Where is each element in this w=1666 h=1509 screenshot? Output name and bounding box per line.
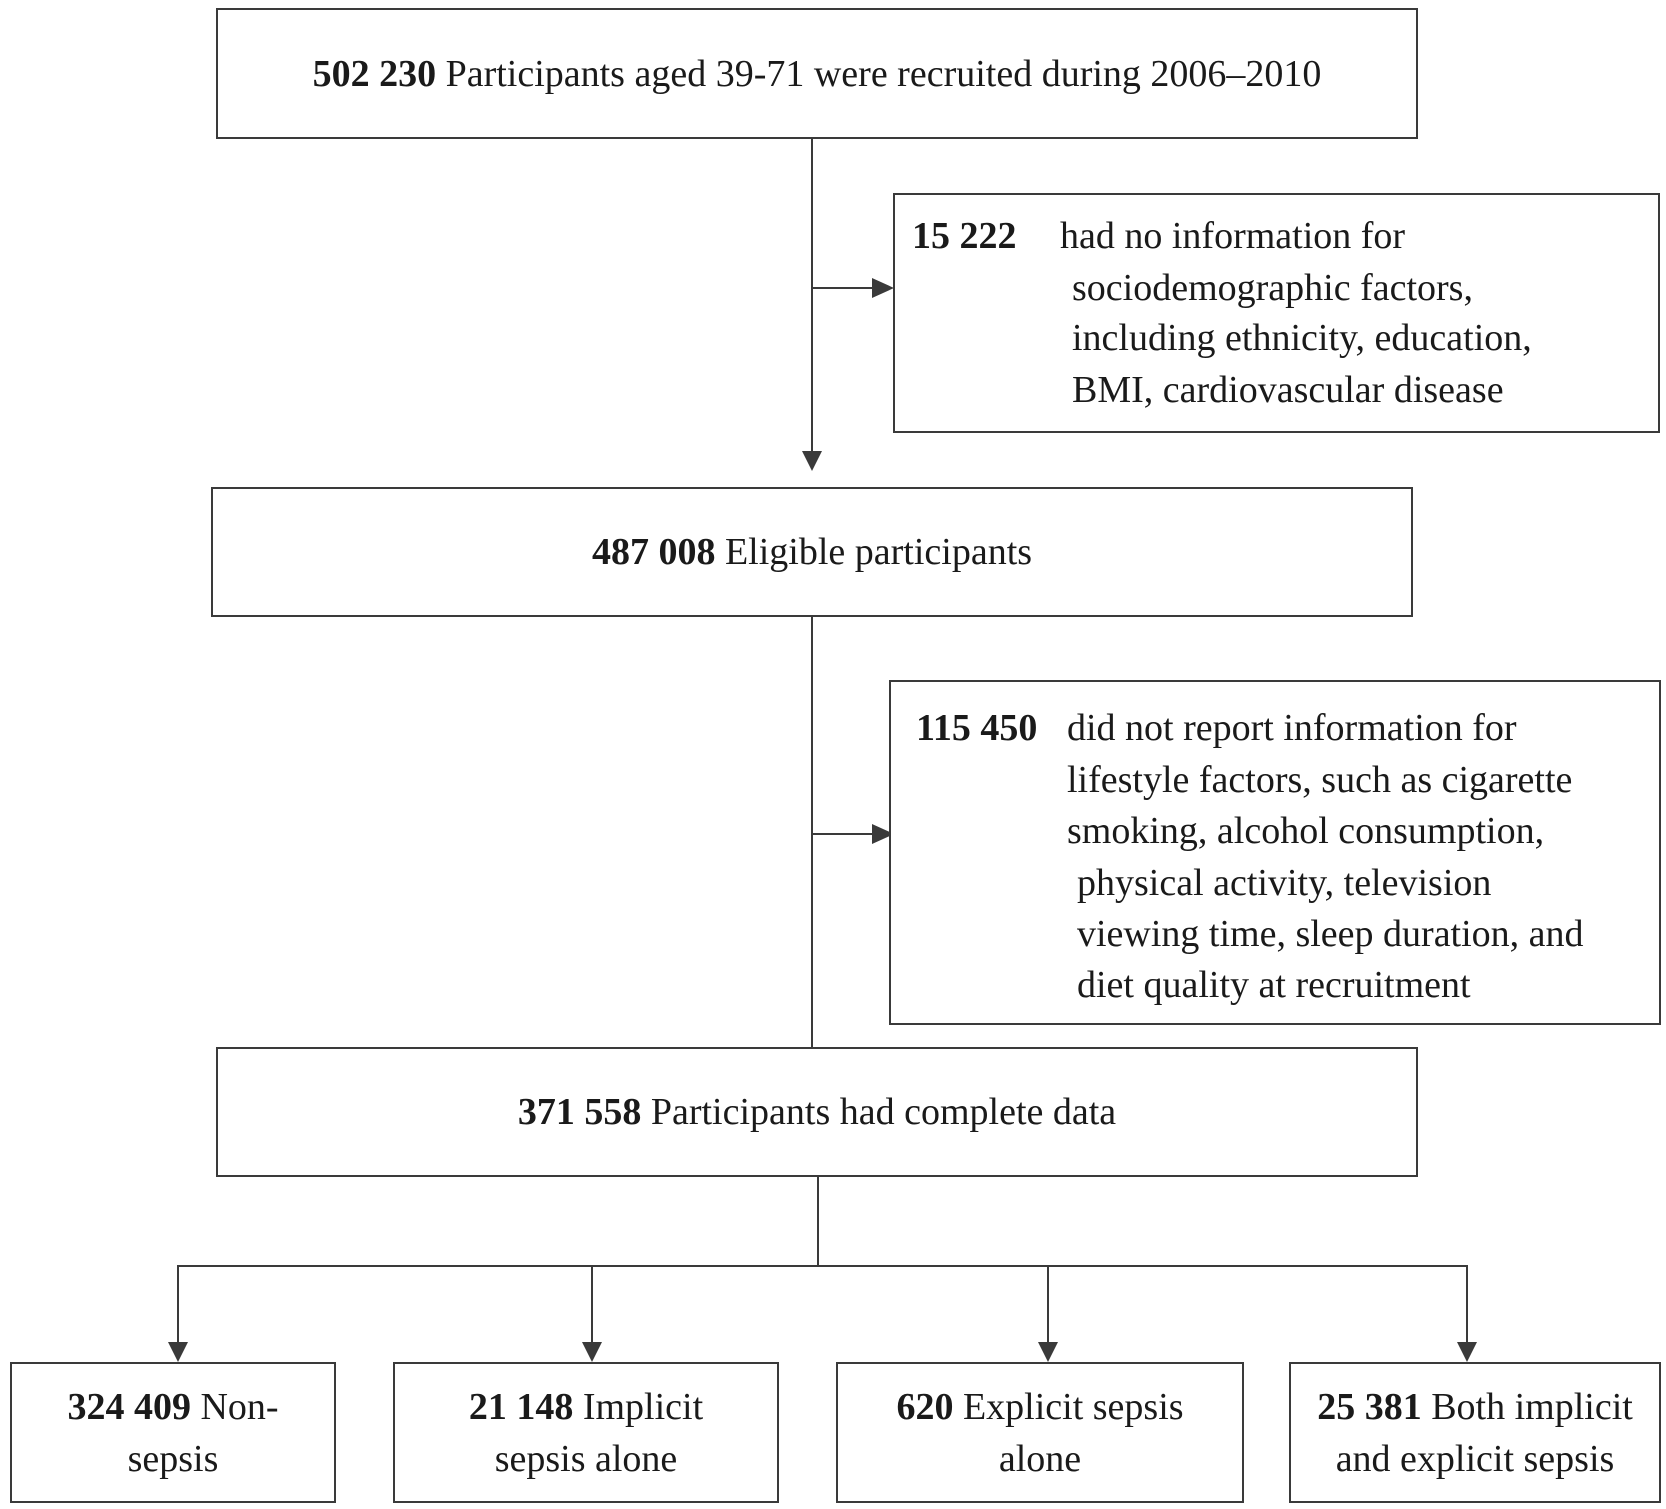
outcome-label: alone (998, 1437, 1082, 1480)
connector-line (591, 1265, 593, 1353)
arrow-down-icon (1457, 1342, 1477, 1362)
exclusion-2-line: viewing time, sleep duration, and (1077, 913, 1584, 955)
exclusion-2-line: lifestyle factors, such as cigarette (1067, 759, 1573, 801)
connector-line (811, 139, 813, 452)
recruited-box: 502 230 Participants aged 39-71 were rec… (216, 8, 1418, 139)
connector-line (177, 1265, 179, 1353)
exclusion-1-line: including ethnicity, education, (1072, 317, 1532, 359)
exclusion-2-line: physical activity, television (1077, 862, 1492, 904)
arrow-down-icon (802, 451, 822, 471)
connector-line (811, 617, 813, 1047)
exclusion-2-line: did not report information for (1067, 707, 1517, 749)
arrow-down-icon (168, 1342, 188, 1362)
outcome-count: 620 (896, 1385, 954, 1428)
eligible-label: Eligible participants (724, 531, 1033, 573)
arrow-right-icon (872, 278, 894, 298)
outcome-count: 25 381 (1317, 1385, 1422, 1428)
connector-line (1047, 1265, 1049, 1353)
outcome-label: and explicit sepsis (1335, 1437, 1615, 1480)
outcome-count: 324 409 (67, 1385, 191, 1428)
complete-data-box: 371 558 Participants had complete data (216, 1047, 1418, 1177)
connector-line (817, 1177, 819, 1266)
connector-line (812, 287, 875, 289)
complete-label: Participants had complete data (650, 1091, 1117, 1133)
exclusion-1-line: sociodemographic factors, (1072, 267, 1473, 309)
exclusion-2-line: smoking, alcohol consumption, (1067, 810, 1545, 852)
arrow-right-icon (872, 824, 894, 844)
exclusion-box-2: 115 450 did not report information for l… (889, 680, 1661, 1025)
outcome-count: 21 148 (468, 1385, 574, 1428)
eligible-count: 487 008 (591, 531, 716, 573)
connector-line (812, 833, 875, 835)
recruited-count: 502 230 (312, 52, 437, 95)
outcome-label: sepsis (127, 1437, 219, 1480)
outcome-box-explicit-sepsis: 620 Explicit sepsis alone (836, 1362, 1244, 1503)
arrow-down-icon (1038, 1342, 1058, 1362)
exclusion-1-count: 15 222 (912, 215, 1017, 257)
outcome-box-implicit-sepsis: 21 148 Implicit sepsis alone (393, 1362, 779, 1503)
outcome-box-both-sepsis: 25 381 Both implicit and explicit sepsis (1289, 1362, 1661, 1503)
exclusion-1-line: had no information for (1060, 215, 1406, 257)
exclusion-box-1: 15 222 had no information for sociodemog… (893, 193, 1660, 433)
complete-count: 371 558 (517, 1091, 642, 1133)
outcome-label: Explicit sepsis (962, 1385, 1184, 1428)
outcome-label: Non- (200, 1385, 279, 1428)
recruited-label: Participants aged 39-71 were recruited d… (445, 52, 1322, 95)
eligible-box: 487 008 Eligible participants (211, 487, 1413, 617)
outcome-label: sepsis alone (494, 1437, 678, 1480)
exclusion-2-line: diet quality at recruitment (1077, 964, 1471, 1006)
exclusion-1-line: BMI, cardiovascular disease (1072, 369, 1504, 411)
connector-line (1466, 1265, 1468, 1353)
arrow-down-icon (582, 1342, 602, 1362)
outcome-label: Both implicit (1431, 1385, 1633, 1428)
outcome-label: Implicit (582, 1385, 704, 1428)
outcome-box-non-sepsis: 324 409 Non- sepsis (10, 1362, 336, 1503)
connector-line (177, 1265, 1468, 1267)
exclusion-2-count: 115 450 (916, 707, 1038, 749)
